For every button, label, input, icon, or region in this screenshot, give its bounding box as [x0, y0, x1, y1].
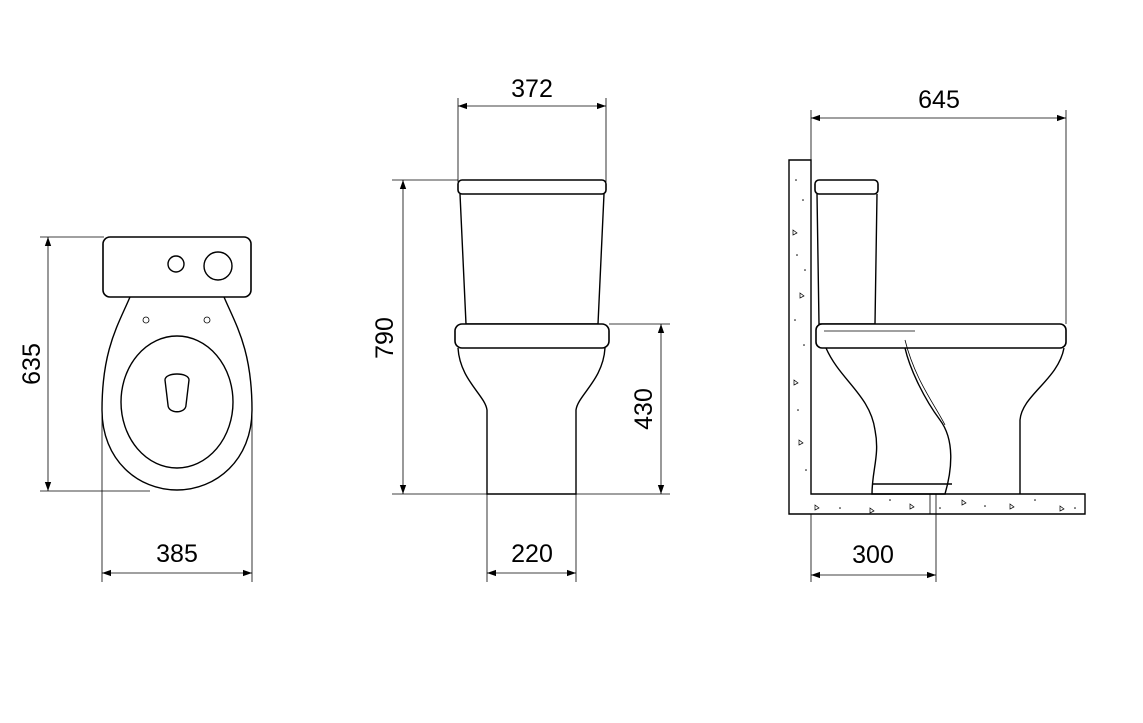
side-bowl-back [825, 347, 952, 495]
side-trapway [904, 339, 946, 426]
dim-label-372: 372 [511, 75, 553, 103]
side-view: 645 300 [788, 86, 1086, 582]
front-view: 372 790 430 220 [371, 75, 670, 582]
dim-label-645: 645 [918, 86, 960, 114]
front-bowl [457, 347, 606, 495]
front-seat [454, 323, 610, 349]
top-view: 635 385 [18, 236, 253, 582]
dim-label-430: 430 [630, 388, 658, 430]
flush-button-small [167, 255, 185, 273]
top-view-bowl-opening [120, 335, 234, 469]
drain-outlet [164, 373, 190, 413]
dim-label-790: 790 [371, 317, 399, 359]
dim-label-635: 635 [18, 343, 46, 385]
side-bowl-front [1019, 347, 1065, 494]
dim-label-385: 385 [156, 540, 198, 568]
dim-label-220: 220 [511, 540, 553, 568]
front-tank-body [459, 193, 605, 325]
top-view-bowl-outline [101, 296, 253, 491]
concrete-dots [794, 179, 1076, 509]
seat-hinge-hole-left [142, 316, 150, 324]
seat-hinge-hole-right [203, 316, 211, 324]
top-view-tank [102, 236, 252, 298]
side-tank-lid [814, 179, 879, 195]
front-tank-lid [457, 179, 607, 195]
dim-label-300: 300 [852, 541, 894, 569]
concrete-hatch [792, 229, 1065, 514]
flush-button-large [203, 251, 233, 281]
side-tank-body [816, 193, 878, 325]
side-seat [815, 323, 1067, 349]
